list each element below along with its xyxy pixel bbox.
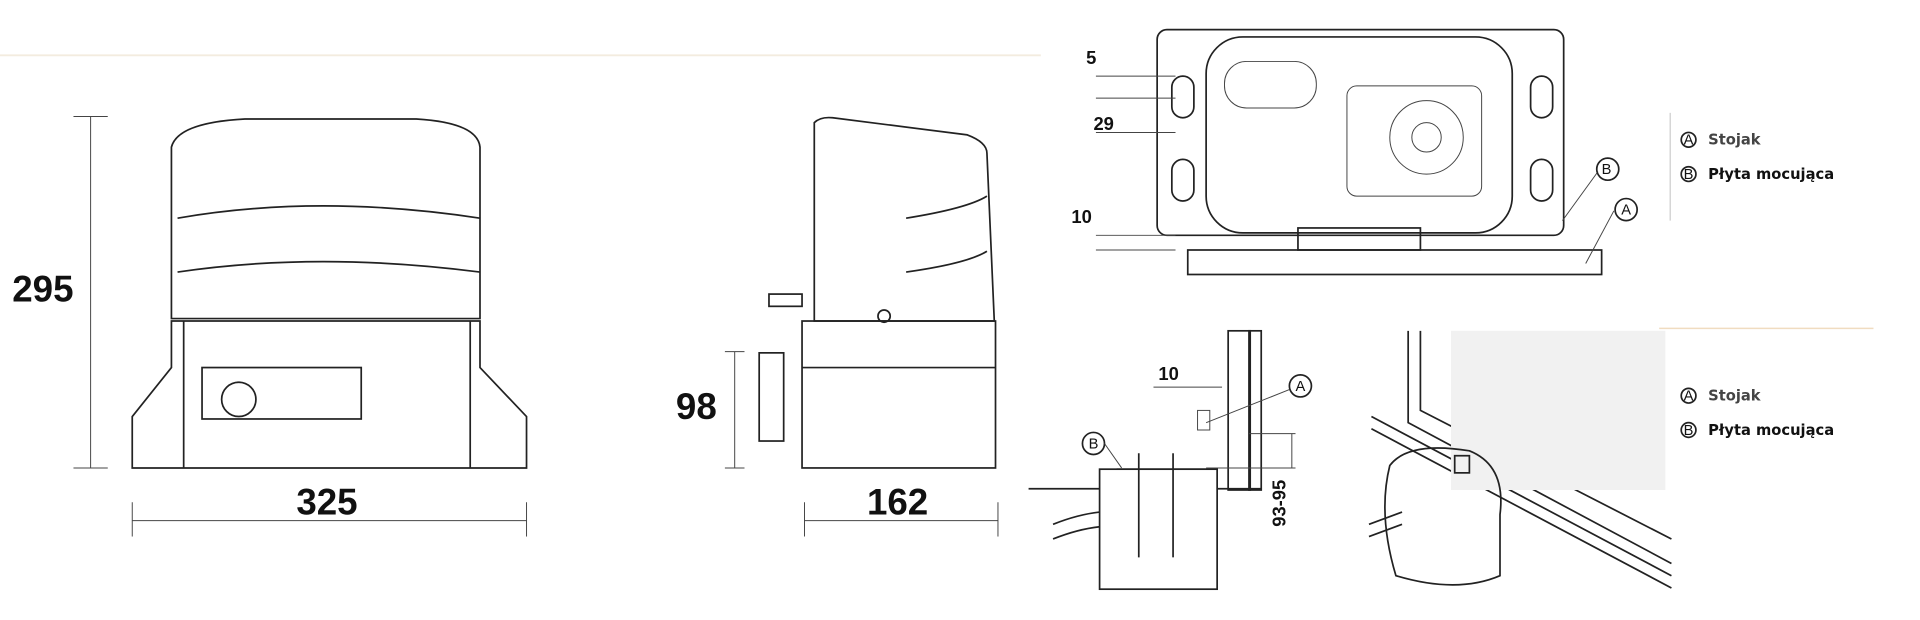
top-callout-a: A	[1621, 202, 1631, 218]
section-callout-a: A	[1296, 379, 1306, 395]
top-dim-29: 29	[1093, 113, 1113, 134]
legend-key-a: A	[1684, 389, 1694, 405]
front-width-label: 325	[296, 481, 357, 522]
legend-label-plyta: Płyta mocująca	[1708, 422, 1834, 439]
top-dim-10: 10	[1071, 206, 1091, 227]
legend-label-plyta: Płyta mocująca	[1708, 166, 1834, 183]
section-callout-b: B	[1089, 436, 1099, 452]
legend-label-stojak: Stojak	[1708, 132, 1762, 149]
perspective-view-drawing	[1368, 330, 1672, 589]
legend-top: A Stojak B Płyta mocująca	[1680, 131, 1834, 183]
section-dim-gap: 10	[1158, 363, 1178, 384]
front-height-label: 295	[12, 268, 73, 309]
legend-label-stojak: Stojak	[1708, 388, 1762, 405]
front-view-drawing	[73, 116, 528, 537]
section-view-drawing	[1028, 329, 1313, 591]
side-width-label: 162	[867, 481, 928, 522]
side-view-drawing	[724, 116, 999, 537]
top-callout-b: B	[1602, 162, 1612, 178]
legend-key-b: B	[1684, 167, 1694, 183]
section-dim-height: 93-95	[1269, 480, 1290, 527]
top-dim-5: 5	[1086, 47, 1096, 68]
side-height-label: 98	[676, 386, 717, 427]
legend-key-a: A	[1684, 133, 1694, 149]
legend-bottom: A Stojak B Płyta mocująca	[1680, 387, 1834, 439]
legend-key-b: B	[1684, 423, 1694, 439]
top-view-drawing	[1095, 28, 1638, 276]
